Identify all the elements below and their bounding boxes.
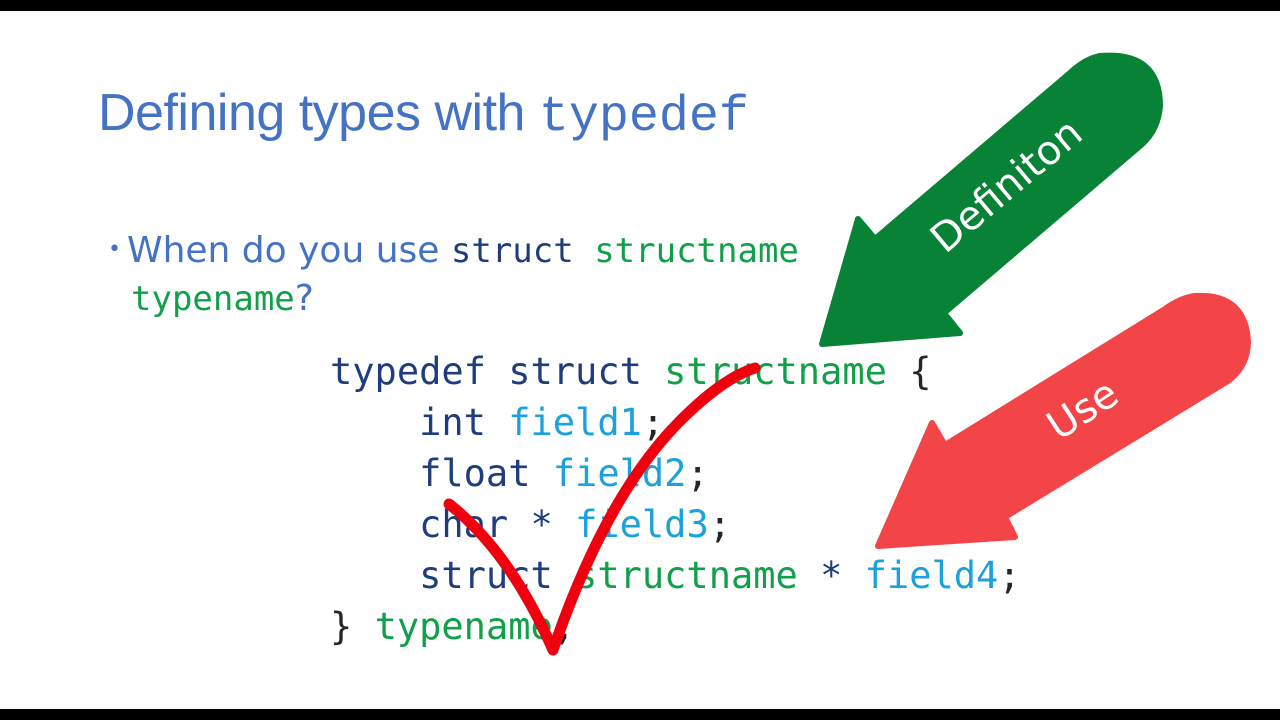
- code-line-2: int field1;: [330, 397, 1021, 448]
- code-token: int: [419, 401, 486, 444]
- code-token: structname: [575, 554, 798, 597]
- title-code: typedef: [538, 89, 749, 146]
- bullet-typename: typename: [131, 279, 295, 319]
- code-token: struct: [508, 350, 642, 393]
- bullet-keyword: struct: [450, 231, 574, 271]
- code-line-4: char * field3;: [330, 499, 1021, 550]
- annotation-overlay: Definiton Use: [443, 52, 1251, 656]
- code-line-3: float field2;: [330, 448, 1021, 499]
- code-token: {: [909, 350, 932, 393]
- code-line-5: struct structname * field4;: [330, 550, 1021, 601]
- code-token: typedef: [330, 350, 486, 393]
- code-token: field1: [508, 401, 642, 444]
- bullet-prefix: When do you use: [126, 230, 451, 271]
- code-token: ;: [686, 452, 709, 495]
- bullet-line-2: typename?: [108, 275, 799, 323]
- code-line-1: typedef struct structname {: [330, 346, 1021, 397]
- code-token: ;: [998, 554, 1021, 597]
- code-token: ;: [708, 503, 731, 546]
- slide-title: Defining types with typedef: [98, 83, 749, 146]
- bullet-suffix: ?: [294, 278, 314, 319]
- bullet-question: •When do you use struct structname typen…: [108, 226, 799, 323]
- code-token: ;: [641, 401, 665, 444]
- code-token: field4: [864, 554, 999, 597]
- bullet-marker: •: [108, 237, 121, 262]
- slide: Defining types with typedef •When do you…: [0, 11, 1280, 709]
- code-token: typename: [374, 605, 553, 648]
- code-token: structname: [664, 350, 887, 393]
- code-token: *: [820, 554, 843, 597]
- code-token: float: [419, 452, 531, 495]
- code-token: }: [330, 605, 353, 648]
- code-token: *: [530, 503, 553, 546]
- code-token: struct: [419, 554, 553, 597]
- title-text: Defining types with: [98, 84, 539, 142]
- checkmark-icon: [443, 362, 761, 656]
- definition-arrow-icon: Definiton: [819, 52, 1163, 347]
- code-token: field2: [552, 452, 687, 495]
- bullet-structname: structname: [594, 231, 799, 271]
- use-arrow-icon: Use: [875, 292, 1251, 549]
- bullet-line-1: •When do you use struct structname: [108, 226, 799, 275]
